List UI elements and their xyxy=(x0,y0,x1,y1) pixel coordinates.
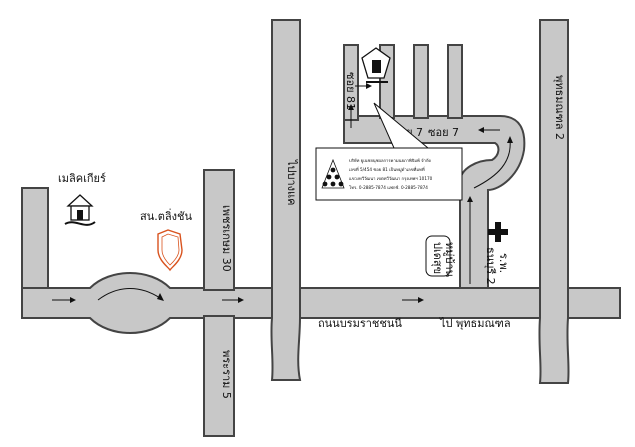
road-stub-2 xyxy=(413,44,429,119)
company-logo-icon xyxy=(321,158,345,189)
label-soi-81: ซอย 81 xyxy=(344,72,357,110)
road-labels: ถนนบรมราชชนนี ไป พุทธมณฑล เพชรเกษม 30 พร… xyxy=(220,72,566,399)
road-phran-5 xyxy=(203,315,235,437)
company-callout: บริษัท ยูเนชยนุชผลการคามนยภาพิจิมพ์ จำกั… xyxy=(315,102,463,201)
landmarks: เมลิคเกียร์ สน.ตลิ่งชัน หมู่บ้าน ปเดสุข … xyxy=(58,47,510,285)
label-main-road-direction: ไป พุทธมณฑล xyxy=(439,317,511,330)
label-phutthamonthon-2: พุทธมณฑล 2 xyxy=(553,75,566,140)
callout-line-3: แขวงทวีวัฒนา เขตทวีวัฒนา กรุงเทพฯ 10170 xyxy=(349,176,433,182)
company-building-icon xyxy=(361,47,391,83)
label-hospital-line2: ธนบุรี 2 xyxy=(484,247,497,285)
callout-line-4: โทร. 0-2885-7874 แฟกซ์. 0-2885-7874 xyxy=(349,185,428,190)
road-stub-3 xyxy=(447,44,463,119)
road-to-laem xyxy=(270,19,302,381)
road-soi-7 xyxy=(343,115,526,289)
label-phran-5: พระราม 5 xyxy=(220,350,233,399)
label-mall: เมลิคเกียร์ xyxy=(58,172,106,185)
label-soi-7-right: ซอย 7 xyxy=(428,126,459,139)
callout-line-1: บริษัท ยูเนชยนุชผลการคามนยภาพิจิมพ์ จำกั… xyxy=(349,158,431,164)
label-phetkasem-30: เพชรเกษม 30 xyxy=(220,205,233,272)
label-village-line2: ปเดสุข xyxy=(431,242,444,274)
hospital-cross-icon xyxy=(488,222,508,242)
house-icon xyxy=(64,194,96,226)
direction-arrows xyxy=(52,83,513,326)
road-phetkasem-30 xyxy=(203,169,235,291)
label-to-laem: ไปบางแค xyxy=(285,159,298,206)
label-police: สน.ตลิ่งชัน xyxy=(140,208,192,223)
road-left-stub xyxy=(21,187,49,291)
label-main-road: ถนนบรมราชชนนี xyxy=(318,317,402,330)
village-sign: หมู่บ้าน ปเดสุข xyxy=(425,235,456,278)
police-shield-icon xyxy=(157,229,183,272)
road-phutthamonthon-2 xyxy=(538,19,570,384)
label-hospital-line1: ร.พ. xyxy=(497,253,510,273)
label-village-line1: หมู่บ้าน xyxy=(443,242,456,278)
callout-line-2: เลขที่ 5/454 ซอย 81 เป็นหมู่ดำเลขที่มทที… xyxy=(349,166,425,173)
road-network xyxy=(21,19,621,437)
